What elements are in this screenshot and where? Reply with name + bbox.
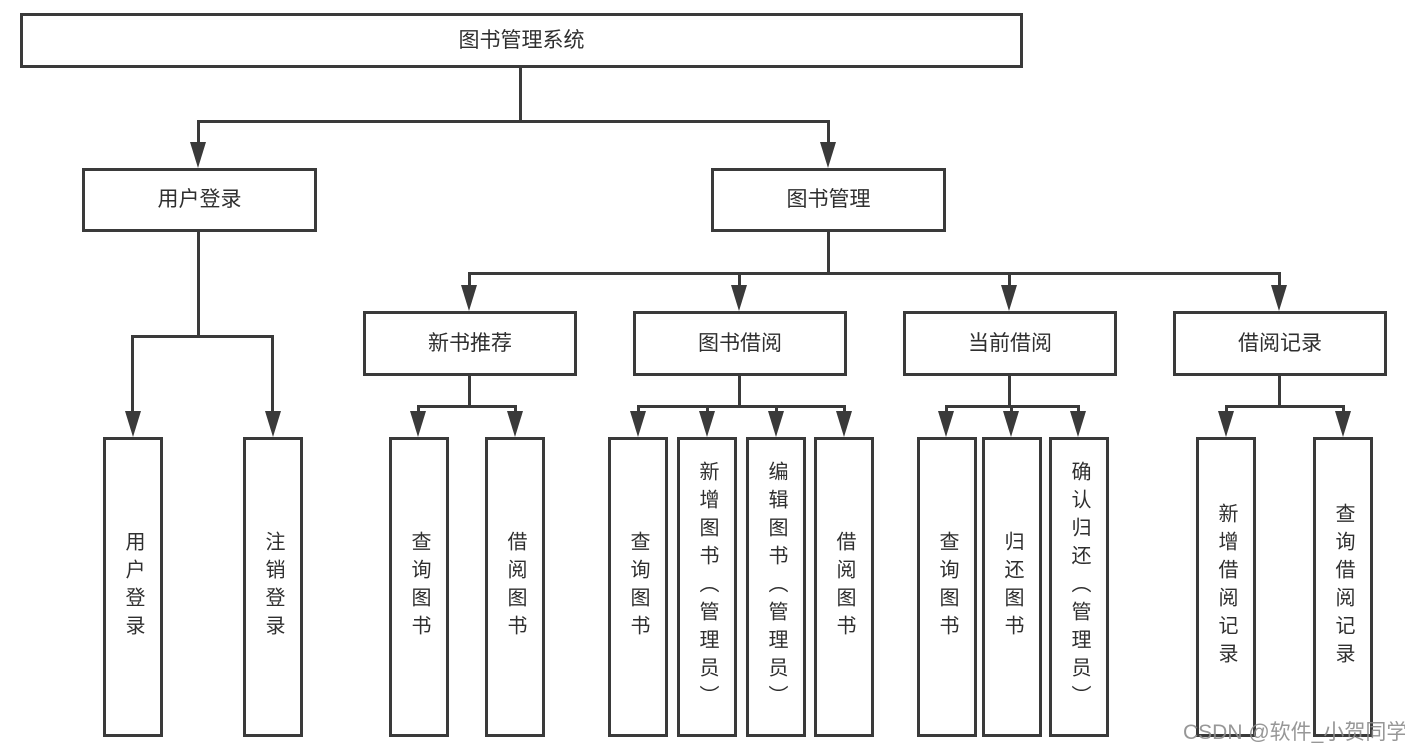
connector-line [1225,405,1228,415]
connector-line [197,120,200,146]
leaf-label: 查询图书 [408,531,430,643]
connector-line [271,335,274,415]
arrow-down-icon [265,411,281,437]
leaf-label: 查询图书 [627,531,649,643]
connector-line [1278,272,1281,288]
leaf-add-books-admin: 新增图书（管理员） [677,437,737,737]
connector-line [843,405,846,415]
connector-line [1008,376,1011,408]
leaf-label: 确认归还（管理员） [1068,461,1090,713]
connector-line [945,405,948,415]
node-label: 图书管理系统 [458,28,585,52]
node-library-management-system: 图书管理系统 [20,13,1023,68]
connector-line [131,335,134,415]
connector-line [131,335,274,338]
connector-line [1008,272,1011,288]
arrow-down-icon [190,142,206,168]
leaf-label: 查询借阅记录 [1332,503,1354,671]
connector-line [468,272,1280,275]
arrow-down-icon [410,411,426,437]
connector-line [738,376,741,408]
arrow-down-icon [1001,285,1017,311]
connector-line [519,68,522,121]
connector-line [827,232,830,275]
arrow-down-icon [125,411,141,437]
leaf-label: 新增图书（管理员） [696,461,718,713]
node-book-borrow: 图书借阅 [633,311,847,376]
leaf-query-borrow-record: 查询借阅记录 [1313,437,1373,737]
node-book-management-module: 图书管理 [711,168,946,232]
connector-line [738,272,741,288]
node-user-login-module: 用户登录 [82,168,317,232]
connector-line [1278,376,1281,408]
node-label: 当前借阅 [968,331,1052,355]
leaf-add-borrow-record: 新增借阅记录 [1196,437,1256,737]
connector-line [468,376,471,408]
node-current-borrow: 当前借阅 [903,311,1117,376]
connector-line [827,120,830,146]
arrow-down-icon [1070,411,1086,437]
leaf-borrow-books: 借阅图书 [814,437,874,737]
arrow-down-icon [820,142,836,168]
leaf-return-books: 归还图书 [982,437,1042,737]
connector-line [514,405,517,415]
connector-line [1010,405,1013,415]
leaf-query-books-recommend: 查询图书 [389,437,449,737]
node-new-book-recommend: 新书推荐 [363,311,577,376]
arrow-down-icon [836,411,852,437]
leaf-label: 用户登录 [122,531,144,643]
leaf-label: 借阅图书 [833,531,855,643]
leaf-label: 注销登录 [262,531,284,643]
connector-line [1342,405,1345,415]
leaf-borrow-books-recommend: 借阅图书 [485,437,545,737]
connector-line [197,120,830,123]
connector-line [468,272,471,288]
arrow-down-icon [1335,411,1351,437]
leaf-user-login: 用户登录 [103,437,163,737]
node-label: 借阅记录 [1238,331,1322,355]
leaf-label: 借阅图书 [504,531,526,643]
leaf-label: 新增借阅记录 [1215,503,1237,671]
arrow-down-icon [938,411,954,437]
connector-line [775,405,778,415]
node-label: 用户登录 [157,188,242,212]
arrow-down-icon [1218,411,1234,437]
connector-line [637,405,640,415]
connector-line [706,405,709,415]
arrow-down-icon [507,411,523,437]
leaf-logout: 注销登录 [243,437,303,737]
node-label: 图书借阅 [698,331,782,355]
node-label: 新书推荐 [428,331,512,355]
arrow-down-icon [461,285,477,311]
leaf-label: 归还图书 [1001,531,1023,643]
connector-line [637,405,846,408]
arrow-down-icon [1271,285,1287,311]
csdn-watermark: CSDN @软件_小贺同学 [1183,721,1405,744]
leaf-query-books-current: 查询图书 [917,437,977,737]
connector-line [417,405,517,408]
leaf-query-books-borrow: 查询图书 [608,437,668,737]
arrow-down-icon [699,411,715,437]
leaf-confirm-return-admin: 确认归还（管理员） [1049,437,1109,737]
leaf-edit-books-admin: 编辑图书（管理员） [746,437,806,737]
connector-line [1225,405,1344,408]
leaf-label: 查询图书 [936,531,958,643]
arrow-down-icon [1003,411,1019,437]
arrow-down-icon [630,411,646,437]
arrow-down-icon [768,411,784,437]
node-label: 图书管理 [786,188,871,212]
arrow-down-icon [731,285,747,311]
connector-line [1077,405,1080,415]
node-borrow-records: 借阅记录 [1173,311,1387,376]
connector-line [197,232,200,338]
leaf-label: 编辑图书（管理员） [765,461,787,713]
connector-line [417,405,420,415]
